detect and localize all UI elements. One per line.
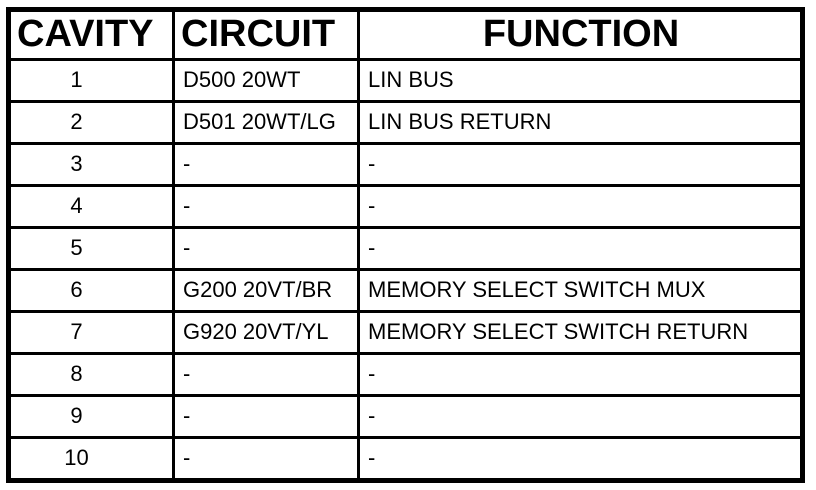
- cavity-cell: 9: [7, 394, 175, 439]
- cavity-cell: 1: [7, 58, 175, 103]
- cavity-cell: 5: [7, 226, 175, 271]
- table-header-row: CAVITY CIRCUIT FUNCTION: [7, 8, 804, 61]
- function-cell: -: [357, 184, 804, 229]
- table-row: 3 - -: [7, 142, 804, 187]
- table-row: 1 D500 20WT LIN BUS: [7, 58, 804, 103]
- circuit-cell: G200 20VT/BR: [172, 268, 360, 313]
- function-cell: -: [357, 436, 804, 482]
- function-cell: -: [357, 352, 804, 397]
- circuit-cell: -: [172, 394, 360, 439]
- table-body: 1 D500 20WT LIN BUS 2 D501 20WT/LG LIN B…: [7, 58, 804, 482]
- table-row: 10 - -: [7, 436, 804, 482]
- table-row: 9 - -: [7, 394, 804, 439]
- table-row: 2 D501 20WT/LG LIN BUS RETURN: [7, 100, 804, 145]
- cavity-cell: 4: [7, 184, 175, 229]
- circuit-cell: D500 20WT: [172, 58, 360, 103]
- column-header-function: FUNCTION: [357, 8, 804, 61]
- column-header-cavity: CAVITY: [7, 8, 175, 61]
- table-row: 7 G920 20VT/YL MEMORY SELECT SWITCH RETU…: [7, 310, 804, 355]
- table-row: 4 - -: [7, 184, 804, 229]
- circuit-cell: -: [172, 436, 360, 482]
- circuit-cell: -: [172, 142, 360, 187]
- connector-pinout-table: CAVITY CIRCUIT FUNCTION 1 D500 20WT LIN …: [6, 7, 805, 483]
- circuit-cell: -: [172, 184, 360, 229]
- table-row: 6 G200 20VT/BR MEMORY SELECT SWITCH MUX: [7, 268, 804, 313]
- table-row: 8 - -: [7, 352, 804, 397]
- cavity-cell: 2: [7, 100, 175, 145]
- function-cell: -: [357, 142, 804, 187]
- table-row: 5 - -: [7, 226, 804, 271]
- cavity-cell: 10: [7, 436, 175, 482]
- circuit-cell: G920 20VT/YL: [172, 310, 360, 355]
- function-cell: MEMORY SELECT SWITCH RETURN: [357, 310, 804, 355]
- circuit-cell: -: [172, 352, 360, 397]
- function-cell: LIN BUS RETURN: [357, 100, 804, 145]
- cavity-cell: 3: [7, 142, 175, 187]
- function-cell: LIN BUS: [357, 58, 804, 103]
- cavity-cell: 8: [7, 352, 175, 397]
- function-cell: -: [357, 226, 804, 271]
- function-cell: MEMORY SELECT SWITCH MUX: [357, 268, 804, 313]
- circuit-cell: -: [172, 226, 360, 271]
- column-header-circuit: CIRCUIT: [172, 8, 360, 61]
- cavity-cell: 7: [7, 310, 175, 355]
- cavity-cell: 6: [7, 268, 175, 313]
- circuit-cell: D501 20WT/LG: [172, 100, 360, 145]
- function-cell: -: [357, 394, 804, 439]
